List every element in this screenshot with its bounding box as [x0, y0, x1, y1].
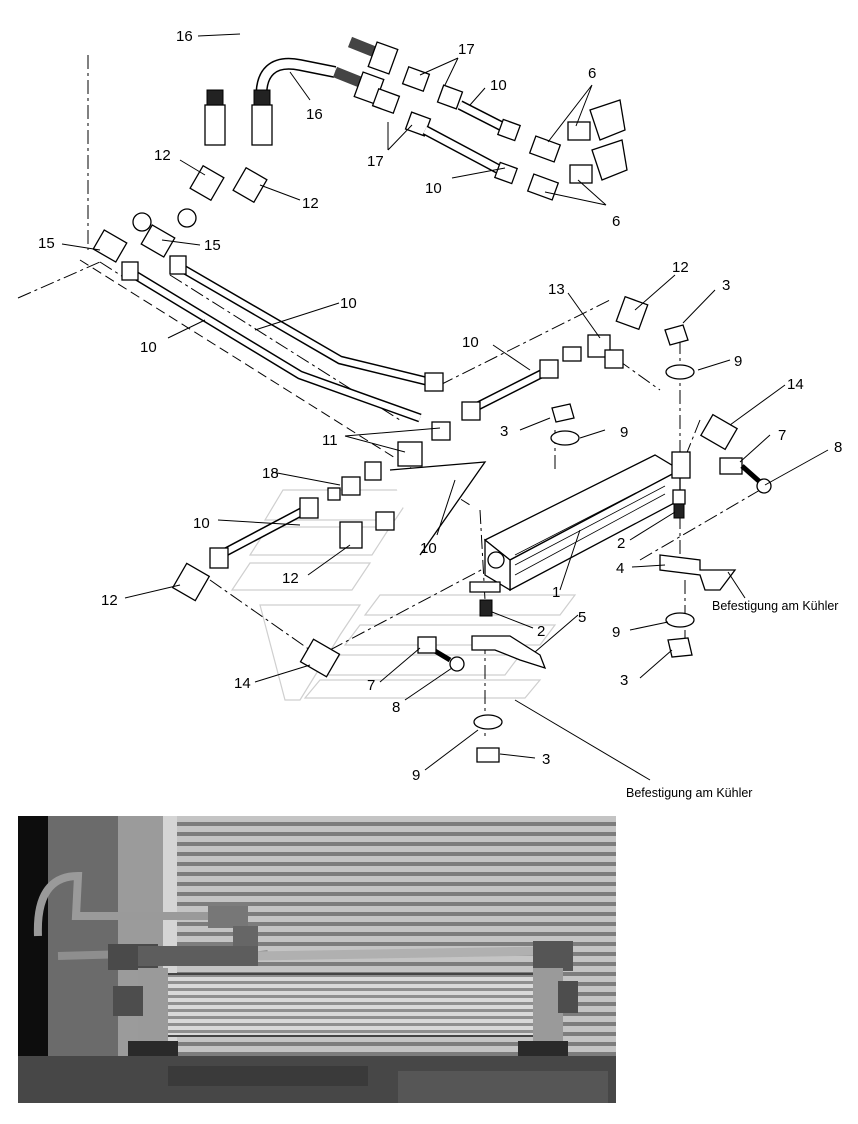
callout-16: 16 [306, 106, 323, 123]
callout-10: 10 [425, 180, 442, 197]
fasteners-bottom [417, 599, 547, 763]
callout-9: 9 [412, 767, 420, 784]
cooler-photo-drawing [18, 816, 616, 1103]
hose-16-inner [255, 57, 363, 106]
callout-3: 3 [722, 277, 730, 294]
callout-8: 8 [392, 699, 400, 716]
upper-pipes [371, 65, 522, 185]
callout-13: 13 [548, 281, 565, 298]
callout-6: 6 [588, 65, 596, 82]
callout-3: 3 [620, 672, 628, 689]
callout-5: 5 [578, 609, 586, 626]
fasteners-right [550, 324, 772, 658]
callout-9: 9 [612, 624, 620, 641]
leader-lines [61, 33, 829, 781]
callout-12: 12 [101, 592, 118, 609]
callout-12: 12 [282, 570, 299, 587]
callout-14: 14 [787, 376, 804, 393]
callout-7: 7 [778, 427, 786, 444]
callout-4: 4 [616, 560, 624, 577]
callout-1: 1 [552, 584, 560, 601]
callout-10: 10 [490, 77, 507, 94]
callout-17: 17 [458, 41, 475, 58]
callout-10: 10 [340, 295, 357, 312]
callout-6: 6 [612, 213, 620, 230]
callout-12: 12 [154, 147, 171, 164]
callout-12: 12 [672, 259, 689, 276]
long-pipes-10 [121, 255, 444, 423]
callout-labels: 16 16 17 17 10 10 6 6 12 12 15 15 12 13 … [38, 28, 842, 800]
callout-7: 7 [367, 677, 375, 694]
callout-18: 18 [262, 465, 279, 482]
callout-2: 2 [617, 535, 625, 552]
callout-3: 3 [542, 751, 550, 768]
mount-note-bottom: Befestigung am Kühler [626, 786, 752, 800]
callout-10: 10 [420, 540, 437, 557]
construction-lines [17, 55, 761, 740]
middle-assembly [171, 295, 739, 678]
mount-note-right: Befestigung am Kühler [712, 599, 838, 613]
elbow-fittings-6 [526, 99, 628, 201]
elbow-fittings-12-15 [92, 164, 268, 263]
callout-17: 17 [367, 153, 384, 170]
callout-15: 15 [204, 237, 221, 254]
callout-10: 10 [193, 515, 210, 532]
callout-10: 10 [462, 334, 479, 351]
callout-16: 16 [176, 28, 193, 45]
callout-3: 3 [500, 423, 508, 440]
callout-9: 9 [734, 353, 742, 370]
callout-9: 9 [620, 424, 628, 441]
callout-12: 12 [302, 195, 319, 212]
cooler-photo [18, 816, 616, 1103]
callout-8: 8 [834, 439, 842, 456]
oil-cooler-1 [469, 451, 691, 593]
callout-10: 10 [140, 339, 157, 356]
callout-15: 15 [38, 235, 55, 252]
callout-11: 11 [322, 432, 338, 449]
callout-2: 2 [537, 623, 545, 640]
callout-14: 14 [234, 675, 251, 692]
